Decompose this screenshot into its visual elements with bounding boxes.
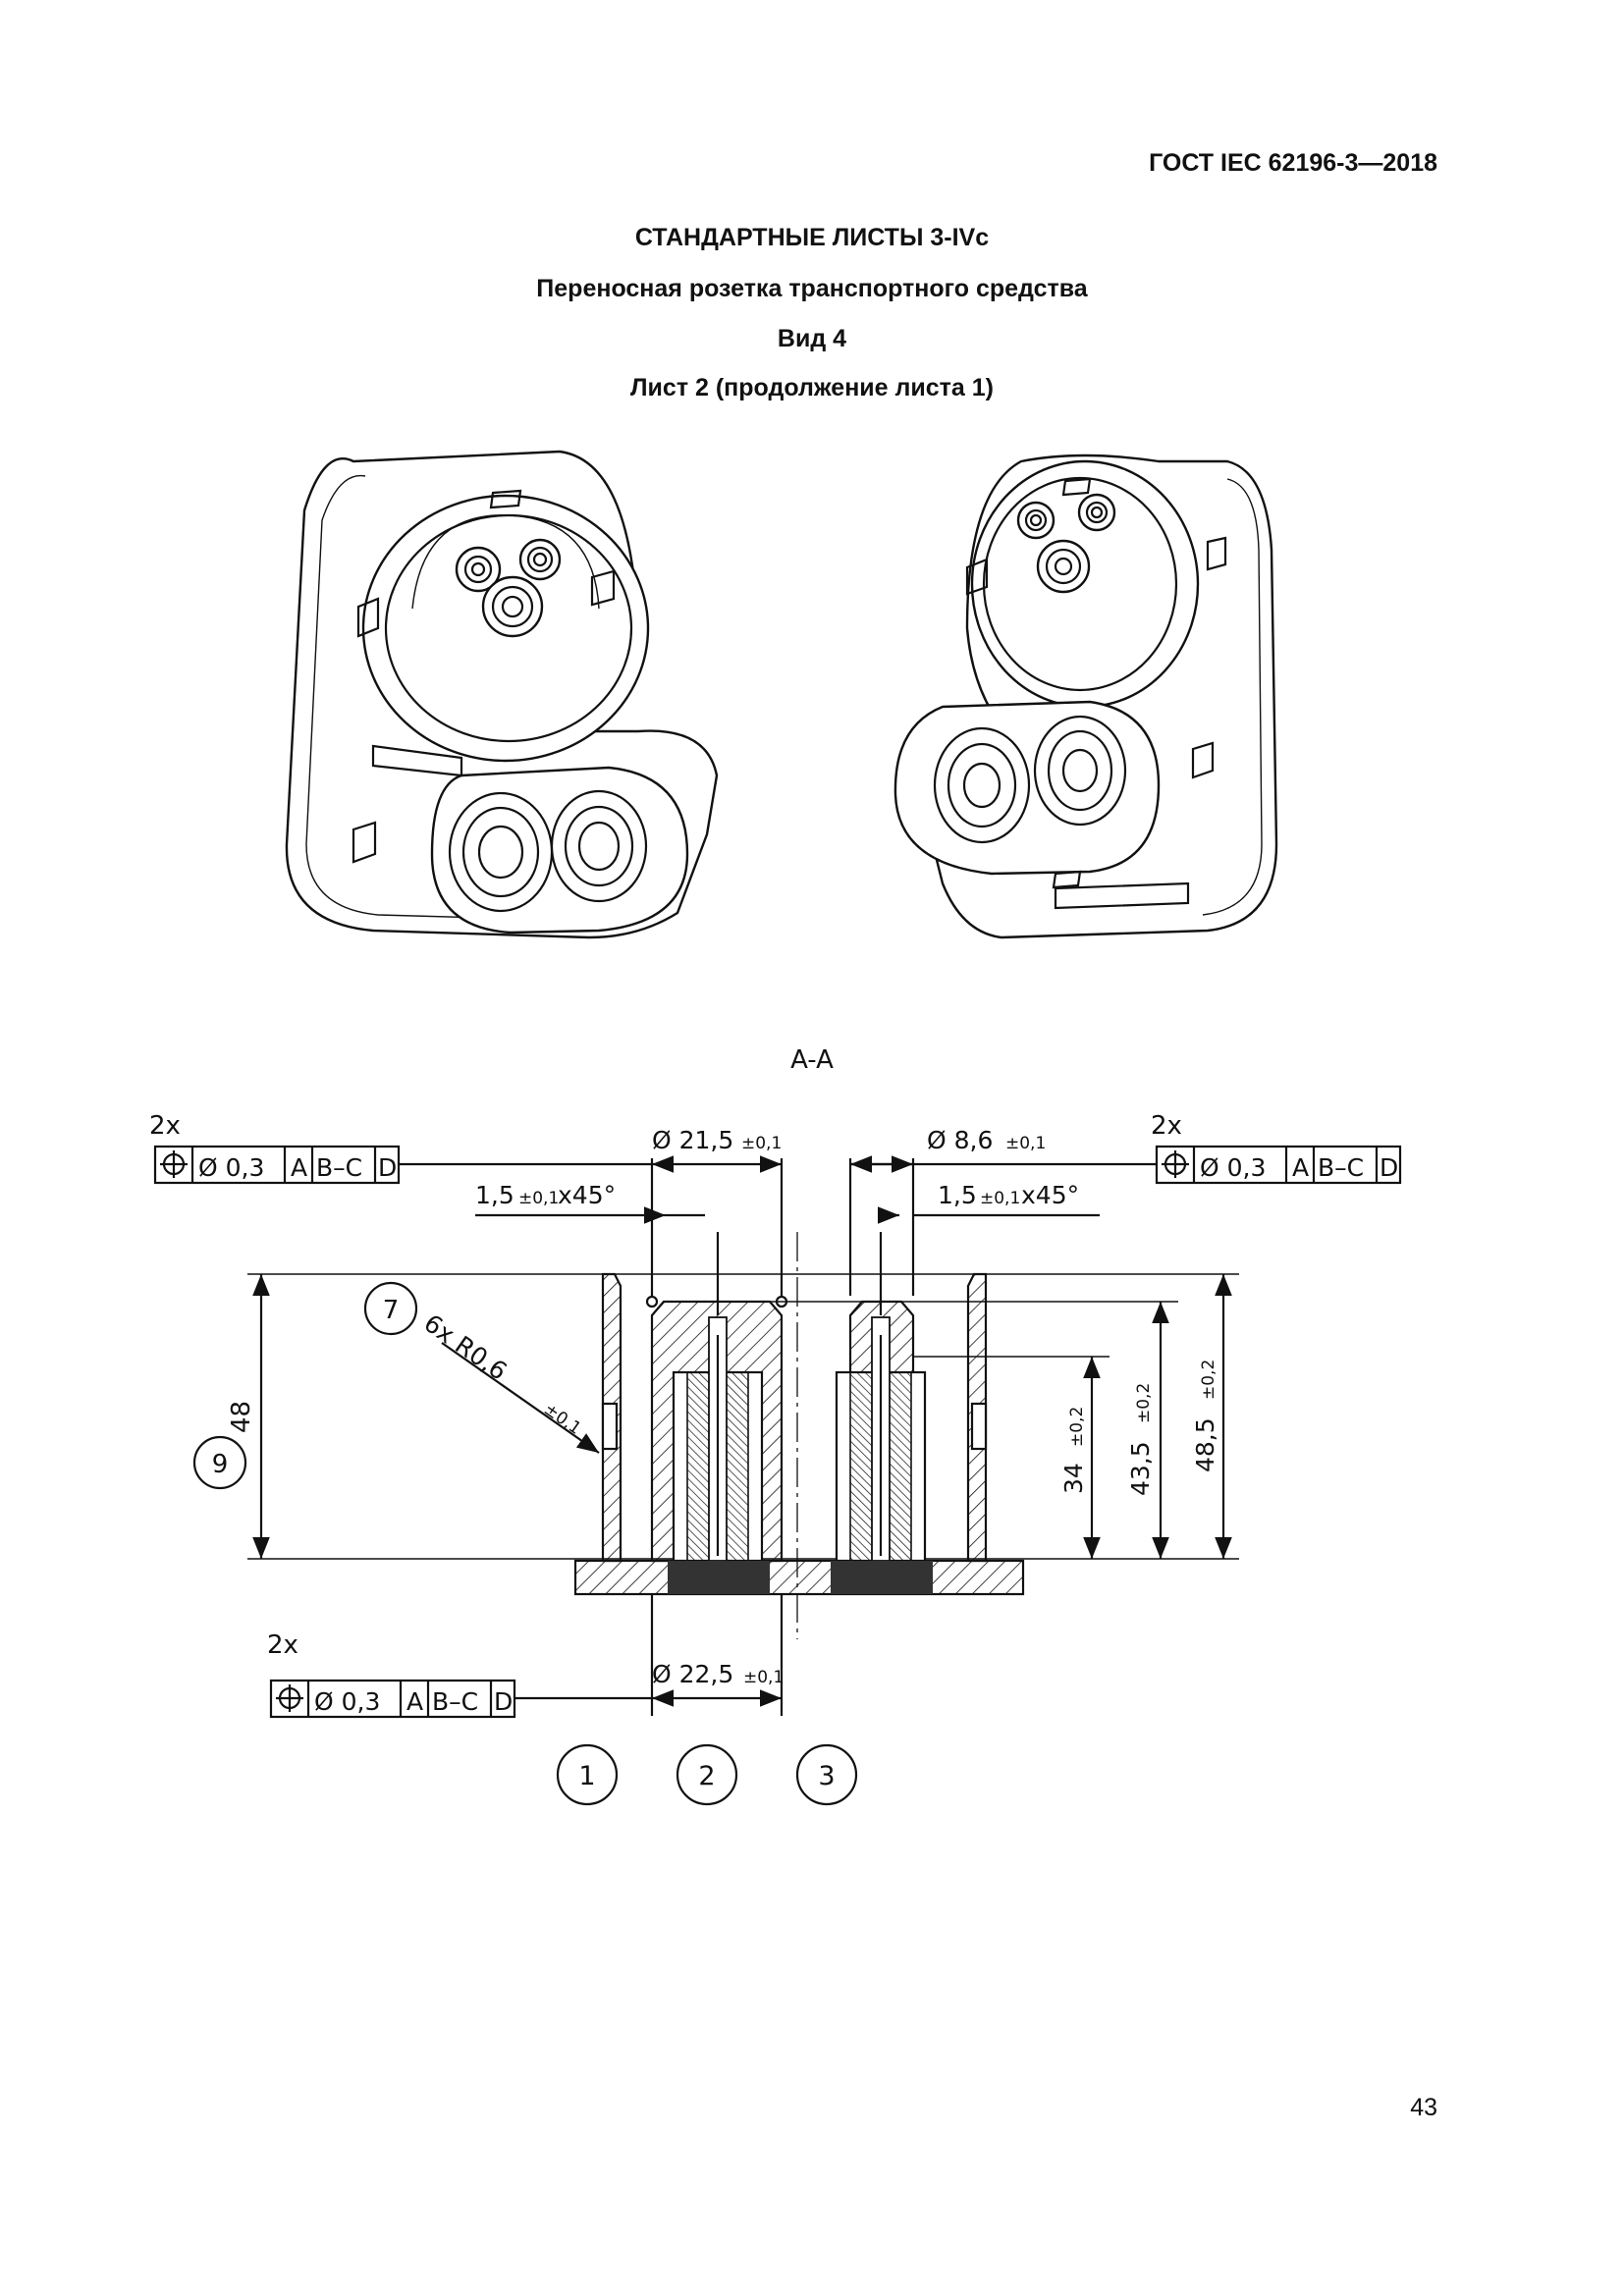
frame-count: 2x: [267, 1630, 298, 1660]
dim-chamfer-left-angle: x45°: [558, 1181, 616, 1209]
bottom-balloons: 1 2 3: [556, 1743, 858, 1806]
frame-cell-bc: B–C: [316, 1153, 362, 1182]
sheet-subtitle: Переносная розетка транспортного средств…: [536, 275, 1088, 302]
dim-height-34: 34: [1059, 1463, 1088, 1494]
balloon-7: [363, 1281, 418, 1336]
balloon-1: [556, 1743, 619, 1806]
frame-cell-bc: B–C: [432, 1687, 478, 1716]
frame-count: 2x: [1151, 1111, 1182, 1141]
dim-height-48-5: 48,5: [1191, 1417, 1219, 1472]
standard-code: ГОСТ IEC 62196-3—2018: [1149, 149, 1437, 177]
dim-height-48-5-tol: ±0,2: [1199, 1360, 1218, 1400]
balloon-9: [192, 1435, 247, 1490]
dim-dia-8-6: Ø 8,6: [927, 1126, 993, 1154]
frame-cell-d: D: [1380, 1153, 1398, 1182]
dim-dia-21-5: Ø 21,5: [652, 1126, 733, 1154]
tolerance-frame-bottom: 2x Ø 0,3 A B–C D: [267, 1630, 652, 1719]
svg-text:1: 1: [578, 1761, 595, 1791]
dim-chamfer-right-tol: ±0,1: [980, 1189, 1020, 1208]
dim-dia-8-6-tol: ±0,1: [1005, 1134, 1046, 1153]
frame-cell-a: A: [406, 1687, 423, 1716]
section-label: A-A: [790, 1045, 834, 1075]
balloon-3: [795, 1743, 858, 1806]
frame-cell-tol: Ø 0,3: [198, 1153, 264, 1182]
frame-count: 2x: [149, 1111, 181, 1141]
sheet-title: СТАНДАРТНЫЕ ЛИСТЫ 3-IVc: [634, 224, 990, 251]
frame-cell-tol: Ø 0,3: [1200, 1153, 1266, 1182]
dim-height-43-5: 43,5: [1126, 1441, 1155, 1496]
tolerance-frame-top-left: 2x Ø 0,3 A B–C D: [149, 1111, 652, 1185]
section-view: [247, 1232, 1239, 1639]
svg-text:2: 2: [698, 1761, 715, 1791]
frame-cell-tol: Ø 0,3: [314, 1687, 380, 1716]
frame-cell-bc: B–C: [1318, 1153, 1364, 1182]
dim-chamfer-right-angle: x45°: [1021, 1181, 1079, 1209]
dim-chamfer-left: 1,5: [475, 1181, 514, 1209]
dim-chamfer-left-tol: ±0,1: [518, 1189, 559, 1208]
radius-callout: 7 6x R0,6 ±0,1: [363, 1281, 600, 1454]
dim-dia-22-5-tol: ±0,1: [743, 1668, 784, 1687]
frame-cell-d: D: [494, 1687, 513, 1716]
isometric-view-left: [285, 450, 719, 939]
dim-height-34-tol: ±0,2: [1067, 1407, 1087, 1447]
view-label: Вид 4: [777, 325, 847, 352]
dim-height-43-5-tol: ±0,2: [1134, 1383, 1154, 1423]
dim-dia-21-5-tol: ±0,1: [741, 1134, 782, 1153]
isometric-view-right: [893, 454, 1278, 939]
frame-cell-d: D: [378, 1153, 397, 1182]
height-dimension-left: 9 48: [192, 1274, 270, 1559]
svg-text:7: 7: [383, 1296, 400, 1325]
frame-cell-a: A: [291, 1153, 307, 1182]
height-dimensions-right: 34 ±0,2 43,5 ±0,2 48,5 ±0,2: [1059, 1274, 1232, 1559]
dim-dia-22-5: Ø 22,5: [652, 1660, 733, 1688]
dim-chamfer-right: 1,5: [938, 1181, 977, 1209]
balloon-2: [676, 1743, 738, 1806]
sheet-number-label: Лист 2 (продолжение листа 1): [630, 374, 994, 401]
svg-text:9: 9: [212, 1450, 229, 1479]
bottom-dimensions: Ø 22,5 ±0,1: [650, 1594, 784, 1716]
dim-radius: 6x R0,6: [419, 1308, 513, 1386]
svg-text:3: 3: [818, 1761, 835, 1791]
page-number: 43: [1410, 2094, 1437, 2121]
tolerance-frame-top-right: 2x Ø 0,3 A B–C D: [850, 1111, 1402, 1185]
frame-cell-a: A: [1292, 1153, 1309, 1182]
dim-radius-tol: ±0,1: [540, 1400, 584, 1439]
top-dimensions: Ø 21,5 ±0,1 Ø 8,6 ±0,1 1,5 ±0,1 x45° 1,5…: [475, 1126, 1100, 1296]
dim-height-48: 48: [227, 1401, 256, 1433]
